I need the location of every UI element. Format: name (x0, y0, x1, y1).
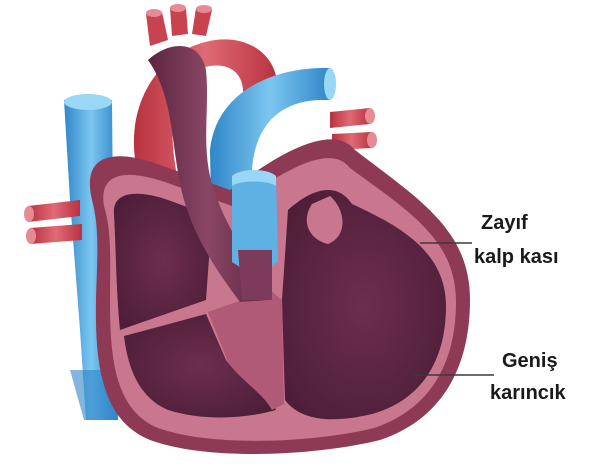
label-weak-heart-muscle-line1: Zayıf (481, 210, 528, 236)
label-wide-ventricle-line2: karıncık (490, 380, 566, 406)
label-wide-ventricle-line1: Geniş (502, 348, 558, 374)
label-weak-heart-muscle-line2: kalp kası (474, 244, 559, 270)
